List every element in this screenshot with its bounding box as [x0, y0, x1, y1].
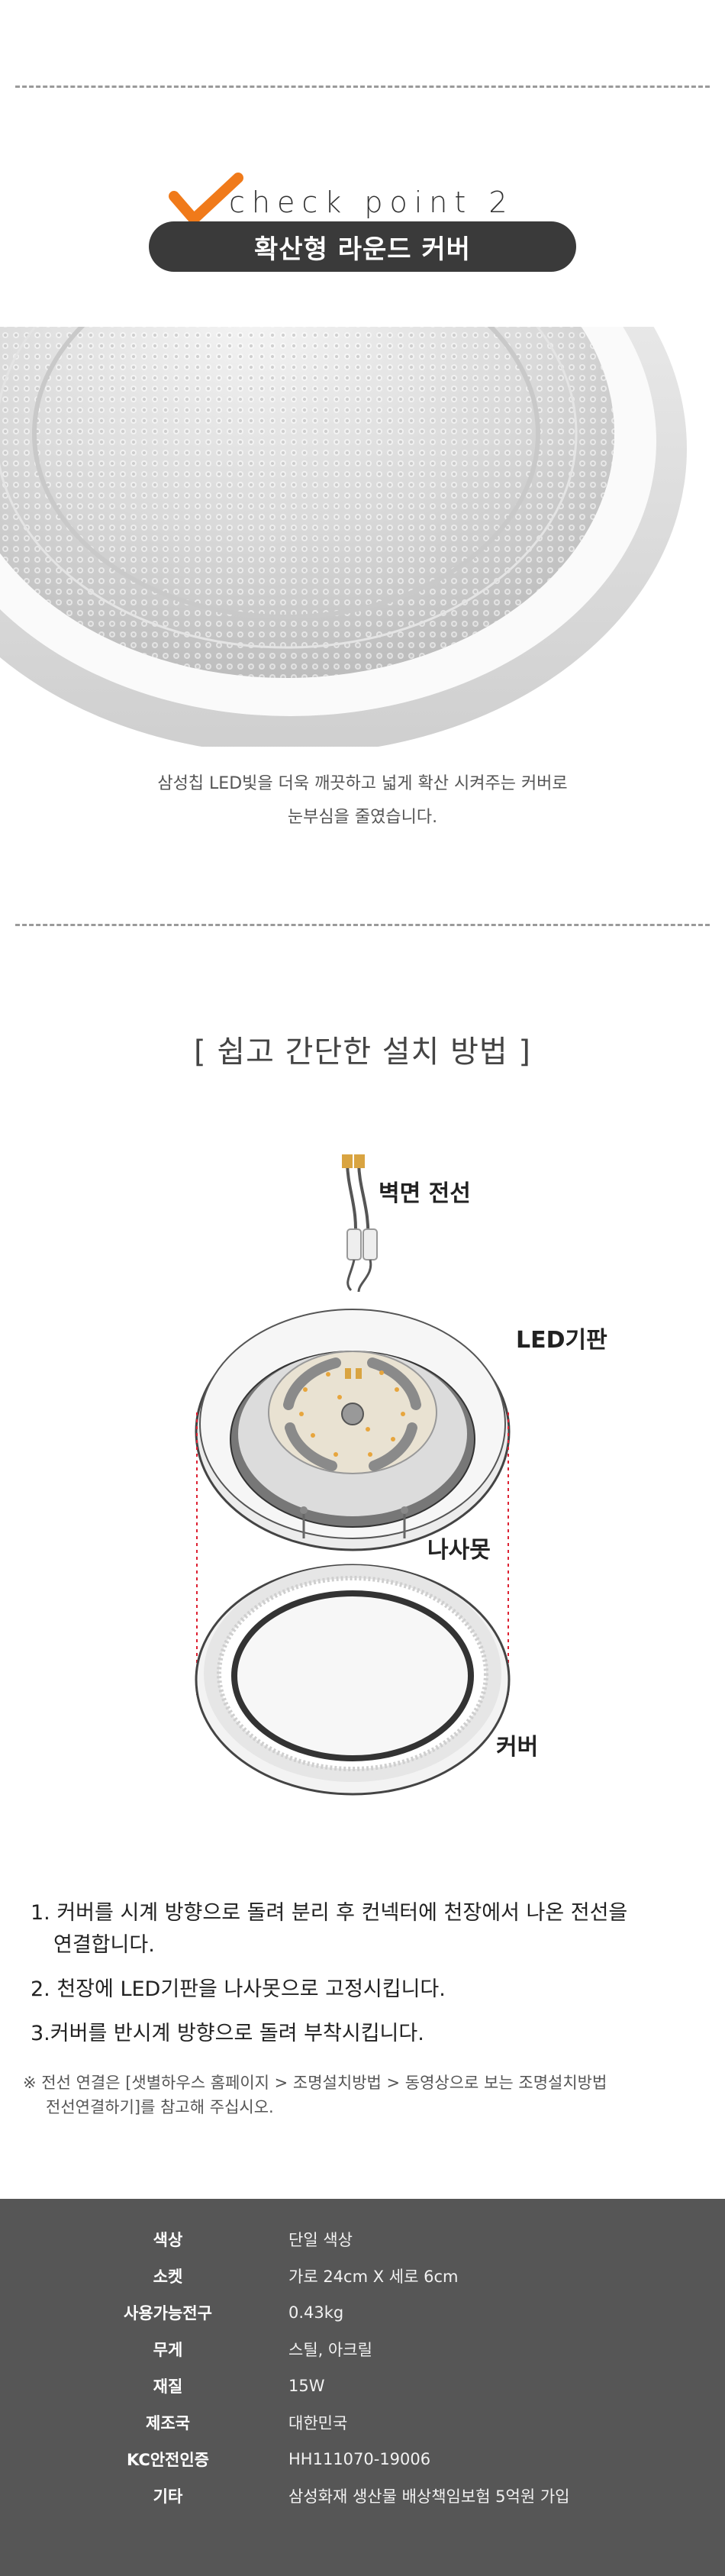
- spec-key: 사용가능전구: [124, 2304, 212, 2323]
- spec-key: KC안전인증: [126, 2451, 210, 2469]
- led-base-plate: [195, 1309, 511, 1551]
- label-led-board: LED기판: [516, 1327, 607, 1354]
- product-photo: [0, 319, 725, 747]
- install-steps: 1. 커버를 시계 방향으로 돌려 분리 후 컨넥터에 천장에서 나온 전선을 …: [31, 1897, 702, 2062]
- spec-value: 삼성화재 생산물 배상책임보험 5억원 가입: [288, 2487, 570, 2506]
- spec-value: 대한민국: [288, 2414, 348, 2432]
- spec-value: HH111070-19006: [288, 2450, 431, 2468]
- spec-key: 기타: [153, 2487, 183, 2506]
- install-step: 1. 커버를 시계 방향으로 돌려 분리 후 컨넥터에 천장에서 나온 전선을 …: [31, 1897, 702, 1961]
- spec-table: 색상 단일 색상 소켓 가로 24cm X 세로 6cm 사용가능전구 0.43…: [0, 2199, 725, 2576]
- middle-divider: [15, 924, 710, 926]
- checkmark-icon: [169, 173, 243, 224]
- note-line: 전선연결하기]를 참고해 주십시오.: [46, 2098, 274, 2116]
- checkpoint-label: check point 2: [229, 186, 514, 219]
- wall-wire-icon: [342, 1154, 378, 1293]
- step-text: 1. 커버를 시계 방향으로 돌려 분리 후 컨넥터에 천장에서 나온 전선을: [31, 1901, 628, 1925]
- install-step: 2. 천장에 LED기판을 나사못으로 고정시킵니다.: [31, 1977, 446, 2001]
- spec-value: 15W: [288, 2377, 325, 2395]
- spec-key: 소켓: [153, 2268, 183, 2286]
- description-line: 삼성칩 LED빛을 더욱 깨끗하고 넓게 확산 시켜주는 커버로: [157, 774, 568, 793]
- note-line: ※ 전선 연결은 [샛별하우스 홈페이지 > 조명설치방법 > 동영상으로 보는…: [23, 2074, 607, 2092]
- spec-value: 0.43kg: [288, 2303, 344, 2322]
- spec-value: 가로 24cm X 세로 6cm: [288, 2268, 459, 2286]
- spec-row: 무게 스틸, 아크릴: [0, 2331, 725, 2368]
- install-step: 3.커버를 반시계 방향으로 돌려 부착시킵니다.: [31, 2022, 424, 2045]
- install-diagram-drawing: [195, 1154, 511, 1796]
- spec-key: 재질: [153, 2377, 183, 2396]
- install-diagram: 벽면 전선 LED기판 나사못 커버: [0, 1130, 725, 1817]
- spec-key: 무게: [153, 2341, 183, 2359]
- spec-value: 스틸, 아크릴: [288, 2341, 372, 2359]
- cover-ring: [195, 1564, 511, 1796]
- spec-row: KC안전인증 HH111070-19006: [0, 2441, 725, 2478]
- spec-row: 사용가능전구 0.43kg: [0, 2294, 725, 2331]
- top-divider: [15, 86, 710, 88]
- product-description: 삼성칩 LED빛을 더욱 깨끗하고 넓게 확산 시켜주는 커버로 눈부심을 줄였…: [0, 767, 725, 834]
- description-line: 눈부심을 줄였습니다.: [287, 808, 438, 827]
- spec-row: 기타 삼성화재 생산물 배상책임보험 5억원 가입: [0, 2478, 725, 2514]
- spec-key: 색상: [153, 2231, 183, 2249]
- step-text-cont: 연결합니다.: [53, 1933, 155, 1957]
- label-cover: 커버: [496, 1734, 539, 1761]
- install-section-title: [ 쉽고 간단한 설치 방법 ]: [194, 1035, 531, 1070]
- spec-row: 제조국 대한민국: [0, 2404, 725, 2441]
- spec-row: 재질 15W: [0, 2368, 725, 2404]
- label-screw: 나사못: [427, 1537, 491, 1564]
- spec-row: 소켓 가로 24cm X 세로 6cm: [0, 2258, 725, 2294]
- spec-key: 제조국: [146, 2414, 190, 2432]
- label-wall-wire: 벽면 전선: [379, 1180, 471, 1207]
- install-note: ※ 전선 연결은 [샛별하우스 홈페이지 > 조명설치방법 > 동영상으로 보는…: [23, 2071, 710, 2119]
- spec-value: 단일 색상: [288, 2231, 353, 2249]
- screw-icon: [300, 1506, 408, 1538]
- checkpoint-title-pill: 확산형 라운드 커버: [149, 221, 576, 272]
- spec-row: 색상 단일 색상: [0, 2221, 725, 2258]
